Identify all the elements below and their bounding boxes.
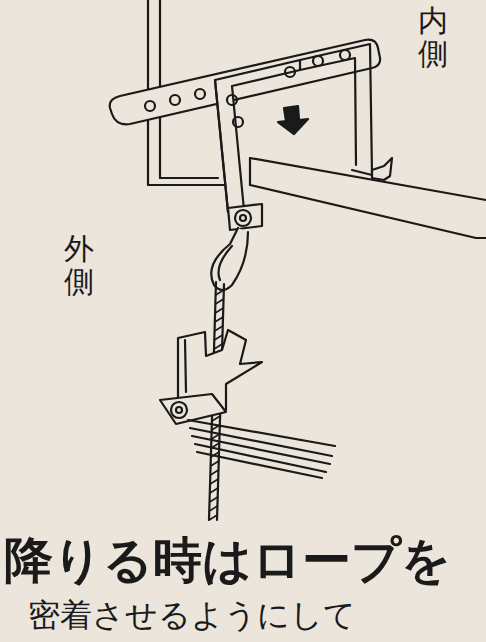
rope-clamp: [160, 330, 262, 424]
shackle: [211, 204, 262, 290]
window-frame: [148, 0, 486, 238]
instruction-text: 密着させるようにして: [28, 594, 356, 638]
side-label: 外側: [64, 232, 94, 298]
direction-arrow: [278, 106, 308, 134]
bracket-channel: [215, 44, 392, 212]
instruction-text: 降りる時はロープを: [4, 528, 451, 594]
side-label: 内側: [418, 4, 448, 70]
ladder-rail: [188, 420, 335, 478]
